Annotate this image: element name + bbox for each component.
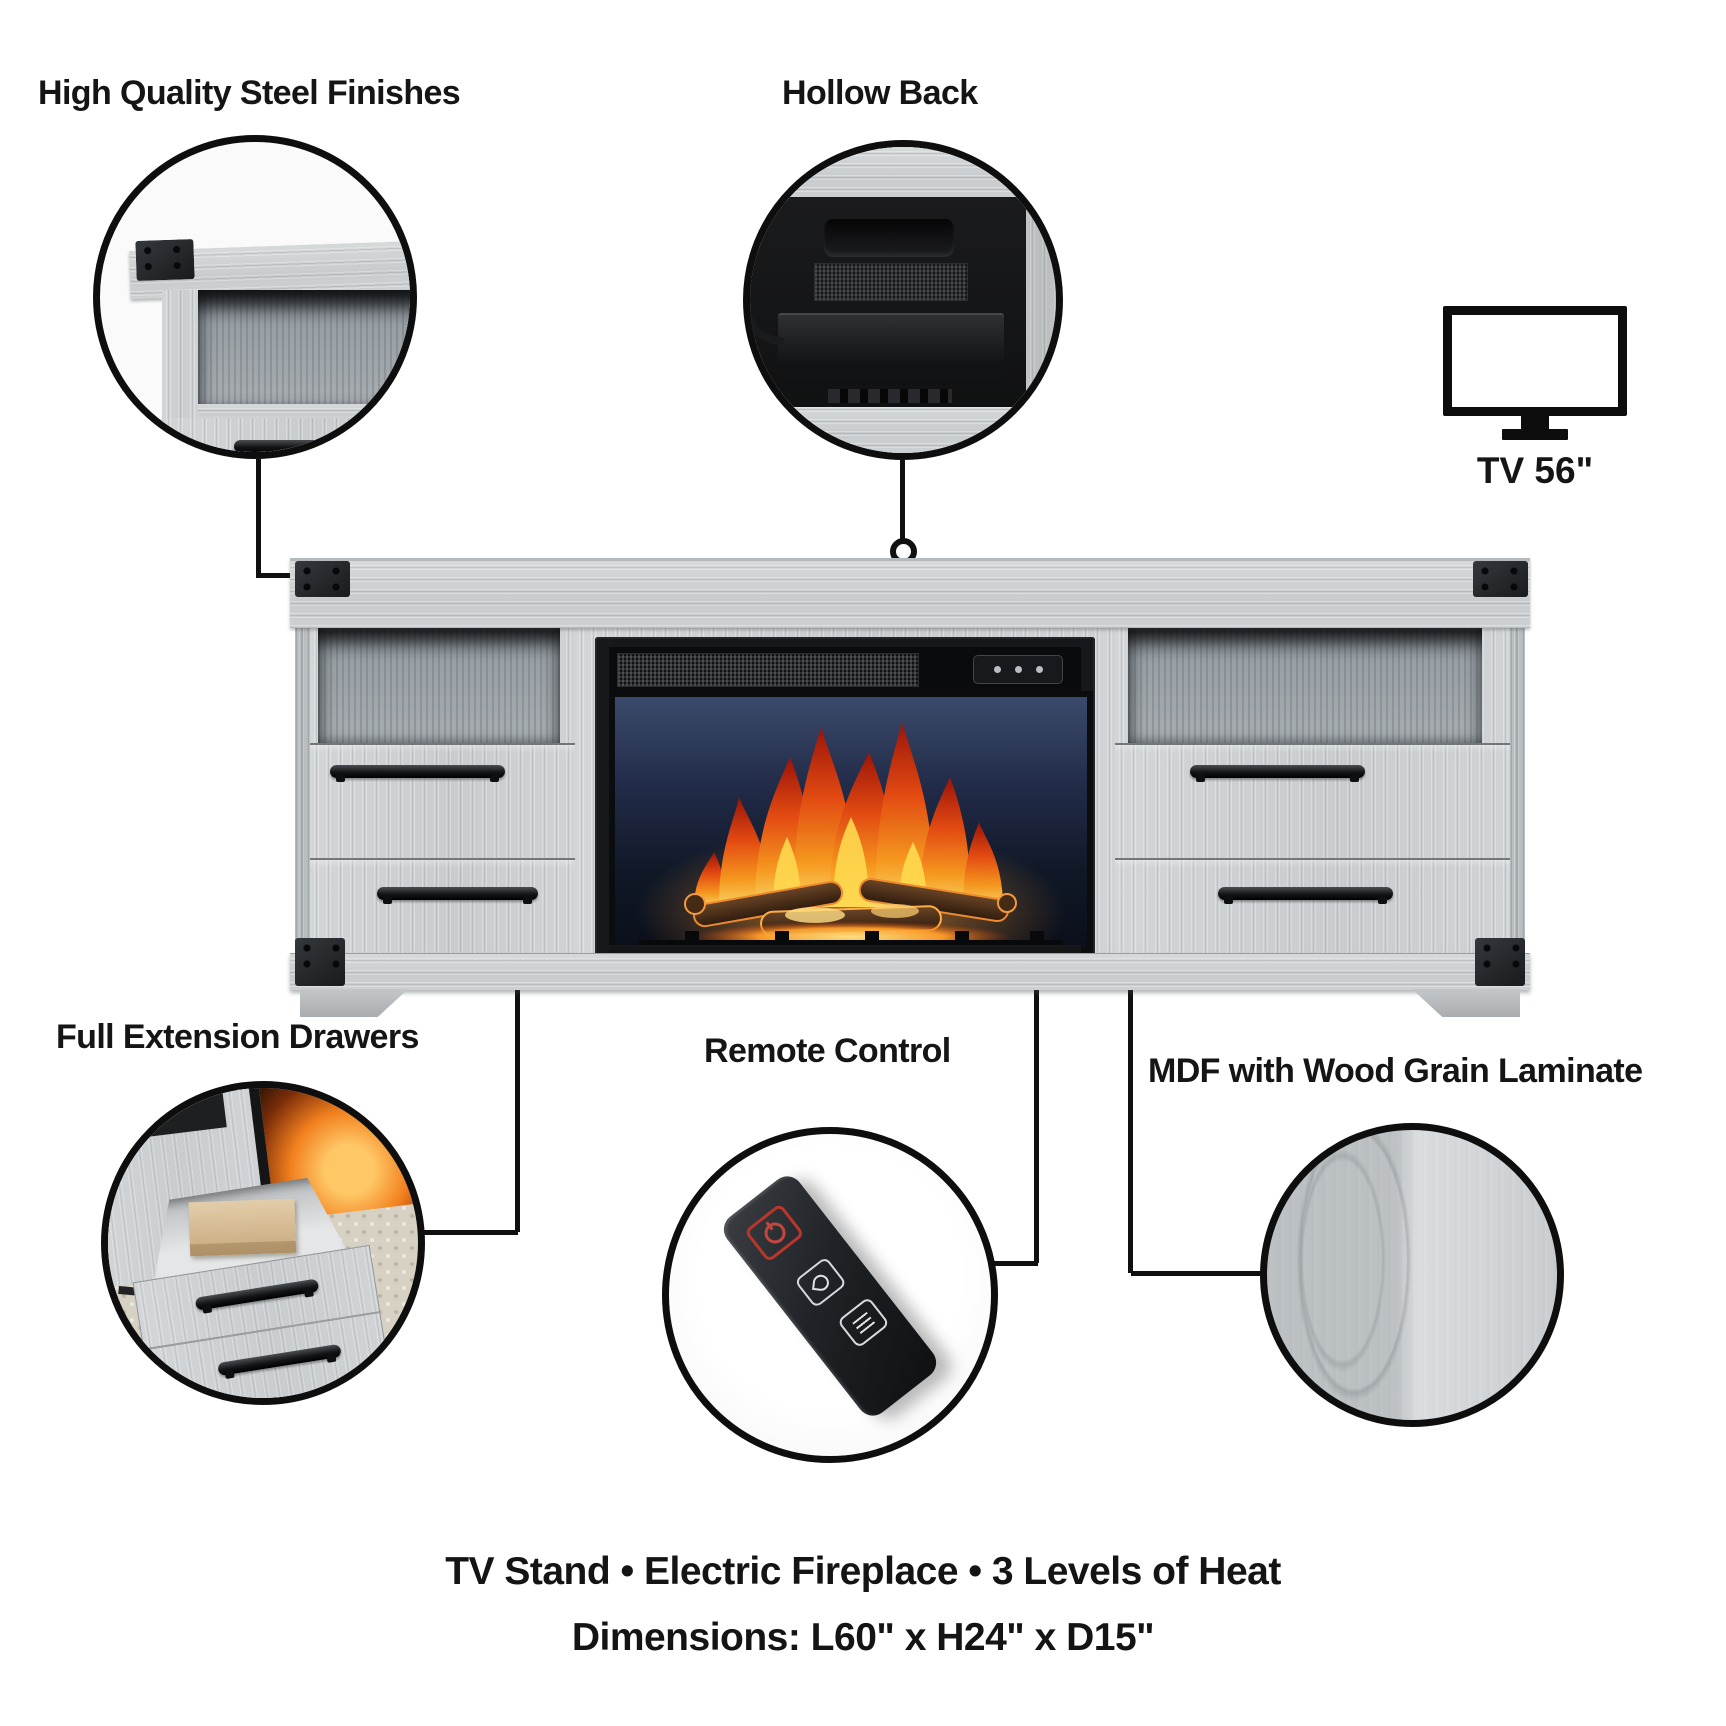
back-panel-vent <box>814 263 968 301</box>
drawer-handle <box>194 1278 320 1311</box>
bottom-board <box>290 953 1530 990</box>
full-extension-drawers-label: Full Extension Drawers <box>56 1018 419 1056</box>
steel-finishes-label: High Quality Steel Finishes <box>38 74 461 112</box>
box-in-drawer <box>188 1198 297 1257</box>
wood-grain-swatch-photo <box>1260 1123 1564 1427</box>
drawer-handle <box>330 765 505 782</box>
detail-bottom-board <box>750 403 1056 453</box>
left-foot <box>300 989 408 1017</box>
drawer-handle <box>1218 887 1393 904</box>
open-drawer <box>118 1167 408 1398</box>
fireplace-insert <box>595 637 1095 989</box>
left-open-shelf <box>318 625 560 743</box>
tv-icon <box>1443 306 1627 416</box>
detail-shelf-interior <box>198 290 410 408</box>
drawer-handle <box>217 1343 342 1377</box>
drawer-handle <box>377 887 538 904</box>
remote-control-photo <box>662 1127 998 1463</box>
detail-side-panel <box>1026 197 1056 407</box>
corner-bracket-top-right <box>1473 561 1528 597</box>
power-icon <box>743 1202 805 1263</box>
callout-line-mdf-horizontal <box>1131 1271 1263 1276</box>
fireplace-heat-button <box>1035 666 1043 673</box>
top-board <box>290 558 1530 628</box>
callout-line-hollow-back <box>900 460 905 540</box>
drawers-detail-photo <box>101 1081 425 1405</box>
right-open-shelf <box>1128 625 1482 743</box>
callout-line-drawers-vertical <box>515 924 520 1232</box>
fireplace-top-strip <box>609 647 1081 691</box>
corner-bracket-bottom-right <box>1475 938 1525 986</box>
detail-corner-bracket <box>135 239 195 281</box>
heat-icon <box>836 1296 890 1349</box>
remote-control-label: Remote Control <box>704 1032 951 1070</box>
detail-drawer-opening <box>108 1088 227 1143</box>
flame-icon <box>794 1256 848 1309</box>
fireplace-flame-display <box>609 691 1093 953</box>
right-drawer-bottom <box>1115 858 1510 955</box>
hollow-back-label: Hollow Back <box>782 74 978 112</box>
left-side-panel <box>295 625 310 955</box>
right-drawer-top <box>1115 743 1510 860</box>
callout-line-steel-horizontal <box>256 573 322 578</box>
tv-icon-base <box>1502 429 1568 440</box>
remote-control <box>717 1169 943 1423</box>
back-panel-lower <box>778 313 1004 381</box>
flame-scene <box>615 697 1087 947</box>
fireplace-power-button <box>993 666 1001 673</box>
footer-dimensions-line: Dimensions: L60" x H24" x D15" <box>571 1616 1155 1659</box>
detail-top-board <box>750 147 1056 201</box>
power-glyph <box>759 1218 790 1248</box>
right-foot <box>1412 989 1520 1017</box>
steel-finishes-detail-photo <box>93 135 417 459</box>
callout-line-steel-vertical <box>256 459 261 576</box>
detail-shelf-lip <box>198 404 410 418</box>
left-drawer-bottom <box>310 858 575 955</box>
flame-glyph <box>811 1273 830 1292</box>
tv-stand-product-photo <box>290 553 1530 1023</box>
callout-line-mdf-vertical <box>1128 911 1133 1273</box>
drawer-handle <box>1190 765 1365 782</box>
tv-size-label: TV 56" <box>1476 450 1594 491</box>
back-panel-slots <box>828 389 952 403</box>
callout-line-drawers-horizontal <box>424 1230 518 1235</box>
drawer-handle <box>234 440 384 452</box>
fireplace-control-panel <box>973 655 1063 684</box>
right-side-panel <box>1510 625 1525 955</box>
fireplace-vent-grille <box>617 653 919 687</box>
detail-drawer-face <box>162 418 410 452</box>
tv-icon-neck <box>1521 414 1549 430</box>
mdf-laminate-label: MDF with Wood Grain Laminate <box>1148 1052 1643 1090</box>
fireplace-back-panel <box>750 197 1056 407</box>
footer-features-line: TV Stand • Electric Fireplace • 3 Levels… <box>445 1550 1281 1593</box>
heat-glyph <box>852 1311 875 1334</box>
corner-bracket-top-left <box>295 561 350 597</box>
power-cord <box>750 217 784 345</box>
back-panel-recess <box>824 219 954 257</box>
corner-bracket-bottom-left <box>295 938 345 986</box>
left-drawer-top <box>310 743 575 860</box>
fireplace-flame-button <box>1014 666 1022 673</box>
hollow-back-detail-photo <box>743 140 1063 460</box>
callout-line-remote-horizontal <box>993 1261 1038 1266</box>
